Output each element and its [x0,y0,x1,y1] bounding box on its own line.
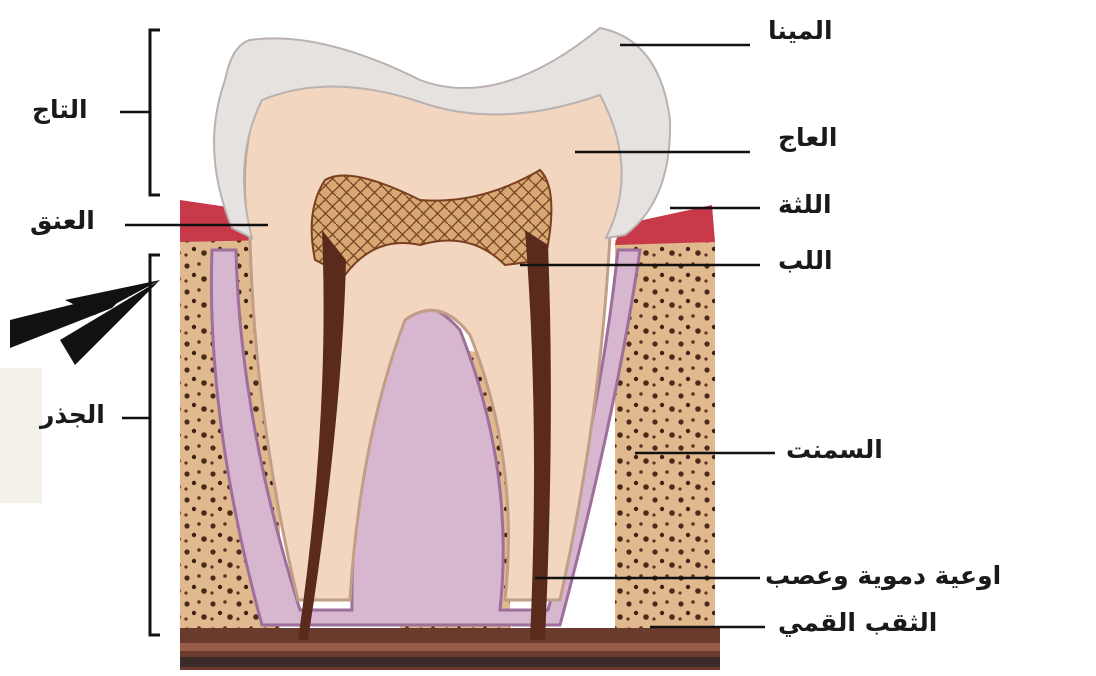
label-gum: اللثة [778,192,832,217]
label-pulp: اللب [778,248,833,273]
photo-fragment [0,368,42,503]
label-root: الجذر [40,402,105,427]
label-cementum: السمنت [786,437,883,462]
crown-bracket [150,30,160,195]
arrow-pointer-icon [10,280,160,365]
label-neck: العنق [30,208,95,233]
label-crown: التاج [32,97,88,122]
label-enamel: المينا [768,18,833,43]
label-apical-foramen: الثقب القمي [778,610,937,635]
label-vessels-nerves: اوعية دموية وعصب [765,563,1001,588]
label-dentin: العاج [778,125,837,150]
root-bracket [150,255,160,635]
